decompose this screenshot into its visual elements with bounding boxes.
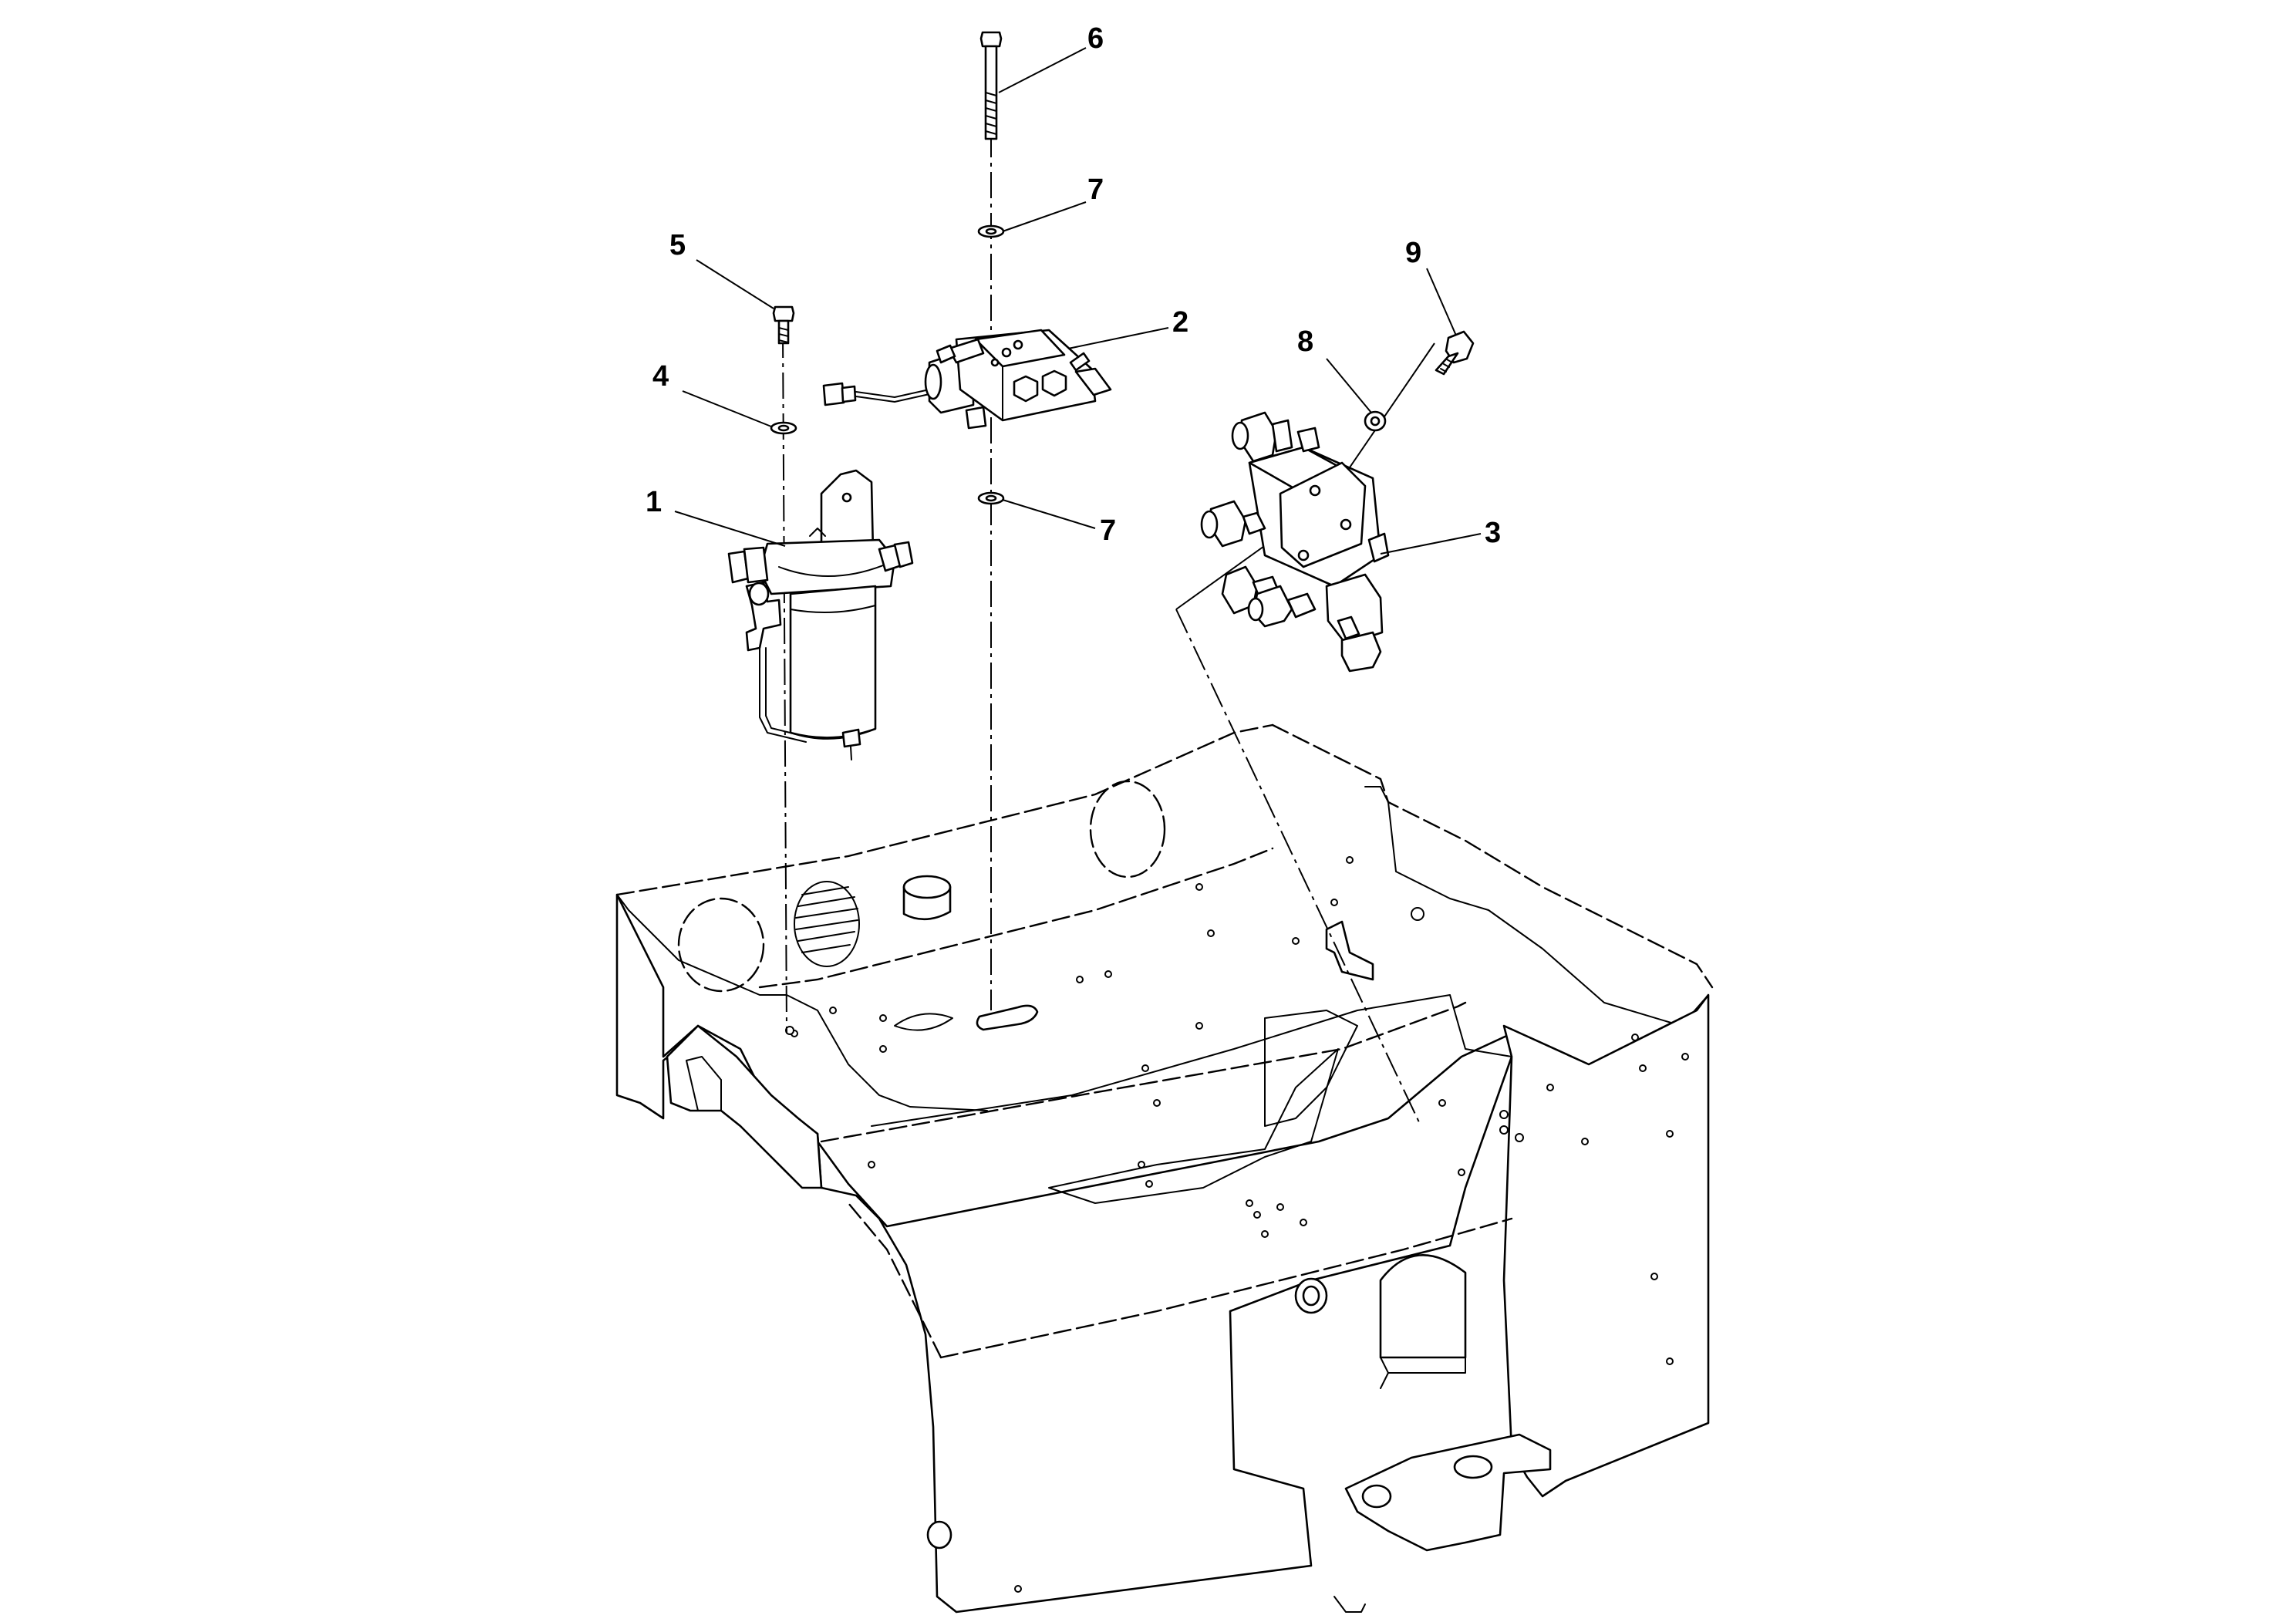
part-6-long-bolt: [979, 31, 1003, 140]
right-wall-arch-opening: [1379, 1254, 1467, 1389]
part-1-filter-assembly: [727, 469, 914, 760]
left-wall-top-edge: [615, 723, 1274, 896]
floor-bottom-edge: [847, 1202, 942, 1359]
part-8-washer: [1364, 410, 1387, 432]
bottom-tab: [1333, 1596, 1366, 1613]
lower-front-grommet: [926, 1520, 952, 1549]
part-9-bolt: [1435, 330, 1475, 376]
left-lift-bracket-slot: [686, 1056, 722, 1111]
floor-panel: [820, 1001, 1467, 1143]
leader-9: [1426, 268, 1457, 336]
lower-floor-edge: [939, 1217, 1513, 1359]
floor-slot: [976, 1004, 1039, 1031]
bolt-5-axis: [782, 331, 787, 1034]
left-lift-bracket: [666, 1024, 823, 1189]
callout-labels: 6 7 5 9 2 8 4 1 3 7: [646, 22, 1501, 549]
part-7-washer-bottom: [977, 491, 1005, 505]
callout-8: 8: [1297, 325, 1313, 358]
leader-2: [1067, 327, 1169, 349]
part-3-hydraulic-manifold: [1200, 411, 1390, 673]
callout-2: 2: [1172, 306, 1188, 339]
callout-7-top: 7: [1087, 174, 1104, 206]
leader-lines: [674, 47, 1482, 555]
leader-4: [682, 390, 772, 427]
rear-wall-boss: [902, 875, 952, 921]
part-4-washer: [770, 421, 797, 435]
rear-wall-edge: [1364, 786, 1709, 1027]
callout-3: 3: [1485, 517, 1501, 549]
leader-6: [998, 47, 1087, 93]
leader-5: [696, 259, 774, 309]
bolt-9-axis: [1175, 609, 1420, 1123]
callout-1: 1: [646, 486, 662, 518]
callout-7-bottom: 7: [1100, 514, 1116, 547]
front-right-lift-bracket: [1344, 1433, 1552, 1552]
part-7-washer-top: [977, 224, 1005, 238]
mounting-holes: [785, 856, 1689, 1593]
vent-grille: [794, 881, 860, 967]
left-wall-rim: [616, 894, 988, 1111]
callout-5: 5: [669, 229, 686, 261]
rear-wall-bracket: [1325, 920, 1374, 981]
callout-6: 6: [1087, 22, 1104, 55]
rear-wall-top: [1271, 723, 1714, 989]
callout-9: 9: [1405, 237, 1421, 269]
chassis-right-wall: [1502, 993, 1710, 1498]
chassis-frame: [615, 723, 1714, 1614]
rear-wall-hole: [1089, 780, 1166, 878]
center-recess: [1048, 1048, 1339, 1204]
front-wall-grommet: [1294, 1277, 1328, 1314]
left-wall-hole: [677, 897, 765, 993]
leader-3: [1380, 533, 1482, 555]
center-step-plate: [871, 994, 1512, 1127]
callout-4: 4: [652, 360, 669, 393]
leader-7-bottom: [1002, 499, 1096, 529]
leader-1: [674, 511, 786, 547]
part-5-bolt: [772, 305, 795, 345]
part-2-valve-block: [822, 329, 1112, 430]
leader-8: [1326, 358, 1372, 413]
floor-ellipse-opening: [894, 1013, 953, 1031]
left-wall-inner-rim: [758, 847, 1274, 989]
leader-7-top: [1002, 201, 1087, 232]
center-recess-inner: [1264, 1010, 1358, 1127]
